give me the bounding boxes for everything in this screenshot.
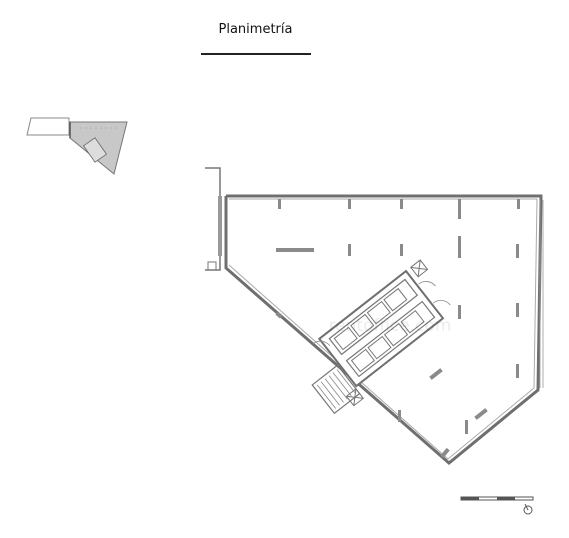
scale-bar	[460, 496, 534, 501]
key-plan-thumbnail	[26, 117, 128, 175]
window-mullions-right	[539, 200, 544, 388]
building-core	[311, 259, 451, 415]
north-arrow-icon	[523, 503, 533, 515]
page-title: Planimetría	[218, 22, 293, 37]
exterior-walls	[224, 194, 543, 465]
title-underline	[201, 53, 311, 55]
entry-stub	[205, 167, 222, 271]
columns	[275, 199, 520, 459]
watermark: rentoffice.com	[329, 316, 452, 336]
interior-wall-lines	[228, 198, 538, 460]
